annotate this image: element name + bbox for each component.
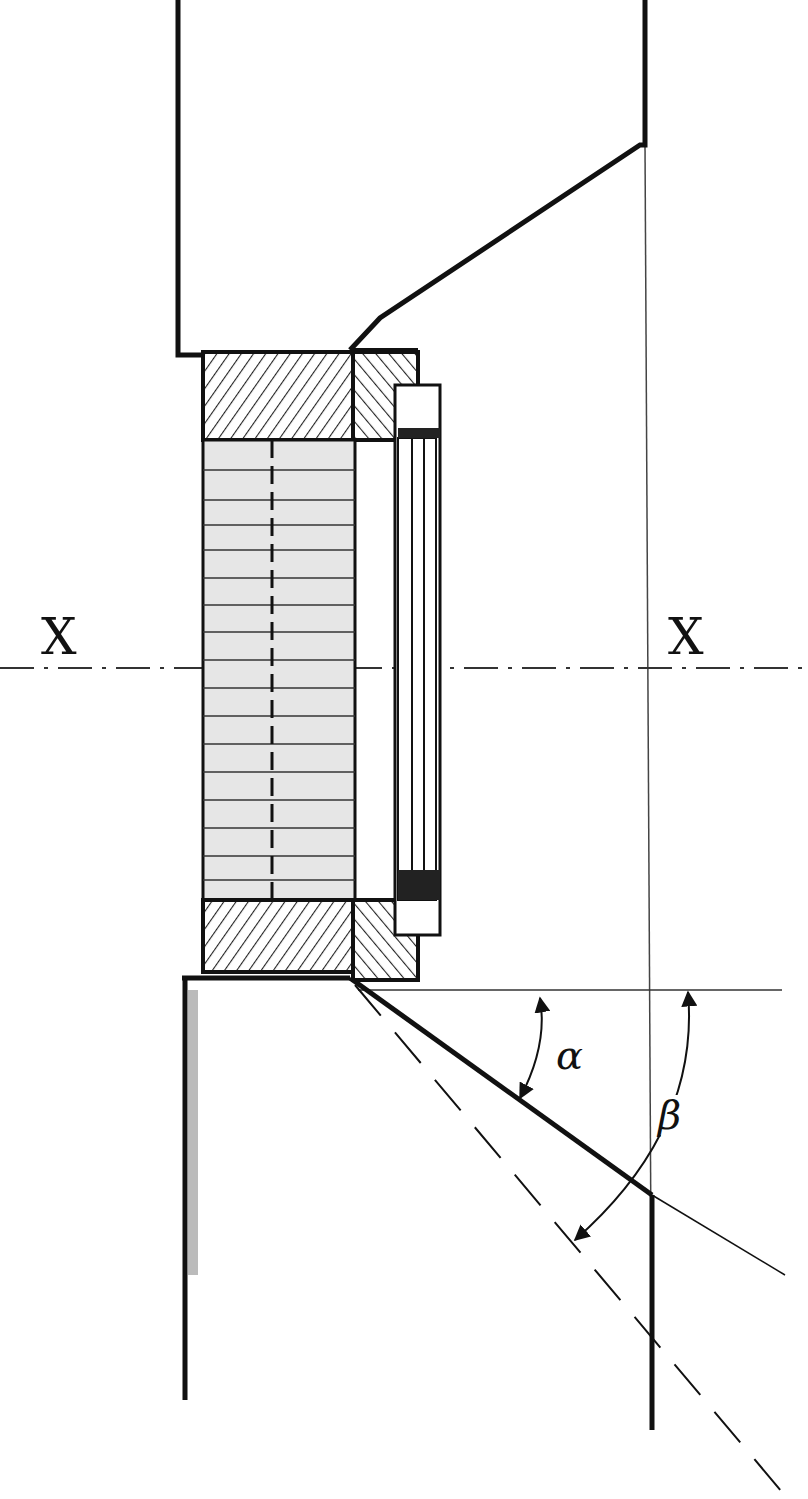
axis-label: X: [665, 612, 707, 662]
center-line: [271, 440, 274, 900]
axis-label: X: [38, 612, 80, 662]
angle-arc: [520, 998, 542, 1098]
window-bead: [398, 428, 440, 438]
angle-label: α: [553, 1035, 586, 1075]
upper-wall: [178, 0, 205, 355]
lintel: [203, 352, 353, 440]
window-sash: [398, 438, 412, 900]
sill: [203, 900, 353, 972]
brick-joints: [203, 470, 355, 880]
window-glass: [412, 438, 424, 900]
splay-line: [350, 978, 652, 1195]
construction-line: [645, 145, 652, 1430]
masonry: [203, 440, 355, 900]
lower-wall: [182, 976, 350, 981]
angle-label: β: [655, 1095, 684, 1135]
angle-arc: [575, 992, 689, 1240]
wall-shadow: [188, 990, 198, 1275]
lower-wall: [183, 978, 188, 1400]
upper-wall: [350, 0, 645, 350]
window-frame: [395, 385, 440, 935]
construction-line: [358, 989, 782, 991]
lower-wall: [650, 1195, 655, 1430]
splay-extension: [652, 1195, 785, 1275]
window-bead: [398, 870, 440, 900]
window-sash: [424, 438, 436, 900]
sight-line: [355, 985, 782, 1492]
